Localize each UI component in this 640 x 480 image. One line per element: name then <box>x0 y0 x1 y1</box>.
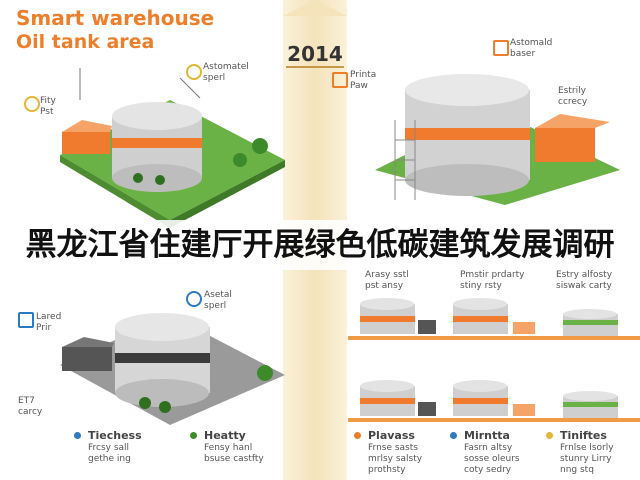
oil-tank-scene-top-right <box>375 74 620 205</box>
callout-tr-1: Astomald baser <box>510 38 553 59</box>
oil-tank-scene-bottom-left <box>60 313 285 425</box>
legend-item-2: Heatty Fensy hanl bsuse castfty <box>204 429 264 464</box>
warning-icon <box>332 72 348 88</box>
title-block: Smart warehouse Oil tank area <box>16 6 214 54</box>
yellow-circle-icon <box>186 64 202 80</box>
yellow-circle-icon <box>24 96 40 112</box>
callout-tl-1: Astomatel sperl <box>203 62 249 83</box>
year-label: 2014 <box>287 42 343 66</box>
orange-circle-icon <box>354 432 361 439</box>
tank-rows <box>360 298 618 418</box>
oil-tank-scene-top-left <box>60 68 285 228</box>
callout-bl-2: Lared Prir <box>36 312 62 333</box>
blue-circle-icon <box>186 291 202 307</box>
shelf-upper <box>348 336 640 340</box>
callout-tr-3: Estrily ccrecy <box>558 86 588 107</box>
legend-item-5: Tiniftes Frnlse lsorly stunry Lirry nng … <box>560 429 614 475</box>
callout-mid-3: Estry alfosty siswak carty <box>556 270 613 291</box>
shelf-lower <box>348 418 640 422</box>
callout-mid-2: Pmstir prdarty stiny rsty <box>460 270 525 291</box>
legend-item-1: Tiechess Frcsy sall gethe ing <box>88 429 142 464</box>
callout-tr-2: Printa Paw <box>350 70 377 91</box>
year-rule <box>286 66 344 68</box>
overlay-caption: 黑龙江省住建厅开展绿色低碳建筑发展调研 <box>0 220 640 270</box>
callout-bl-3: ET7 carcy <box>18 396 43 417</box>
frame-icon <box>18 312 34 328</box>
legend-item-4: Mirntta Fasrn altsy sosse oleurs coty se… <box>464 429 520 475</box>
green-circle-icon <box>190 432 197 439</box>
blue-circle-icon <box>450 432 457 439</box>
callout-tl-2: Fity Pst <box>40 96 56 117</box>
yellow-circle-icon <box>546 432 553 439</box>
title-line-2: Oil tank area <box>16 31 155 53</box>
legend-item-3: Plavass Frnse sasts mrlsy salsty prothst… <box>368 429 423 475</box>
title-line-1: Smart warehouse <box>16 6 215 30</box>
blue-circle-icon <box>74 432 81 439</box>
lock-icon <box>493 40 509 56</box>
callout-bl-1: Asetal sperl <box>204 290 232 311</box>
callout-mid-1: Arasy sstl pst ansy <box>365 270 409 291</box>
